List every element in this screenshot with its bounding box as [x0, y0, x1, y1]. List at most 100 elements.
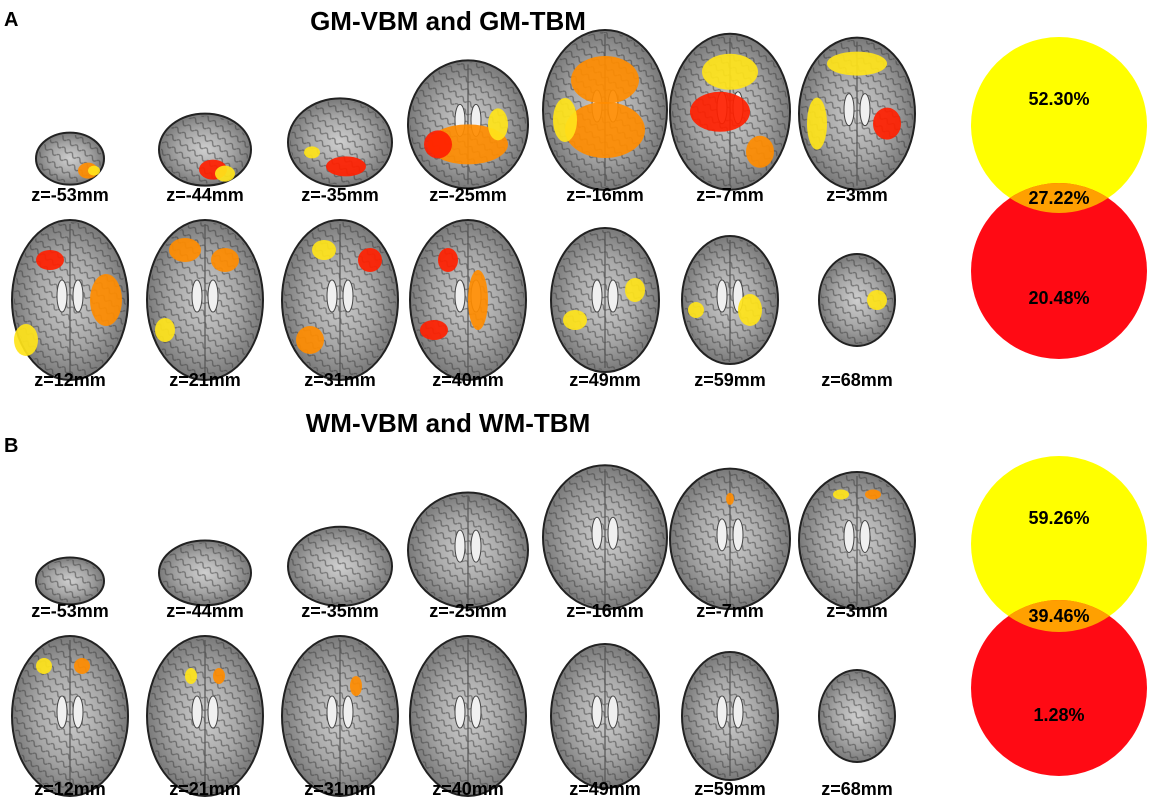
slice-label: z=68mm [821, 370, 893, 390]
venn-circle-top [971, 37, 1147, 213]
activation-blob [438, 248, 458, 272]
slice-label: z=-53mm [31, 601, 109, 621]
panel-title: GM-VBM and GM-TBM [310, 6, 586, 36]
slice-label: z=-35mm [301, 185, 379, 205]
activation-blob [36, 658, 52, 674]
brain-slice [158, 112, 252, 187]
slice-label: z=59mm [694, 370, 766, 390]
activation-blob [827, 51, 887, 76]
brain-slice [681, 235, 779, 365]
activation-blob [312, 240, 336, 260]
activation-blob [563, 310, 587, 330]
brain-slice [542, 464, 668, 611]
slice-label: z=-7mm [696, 185, 764, 205]
slice-label: z=68mm [821, 779, 893, 799]
slice-label: z=3mm [826, 601, 888, 621]
brain-slice [281, 219, 399, 381]
slice-label: z=-25mm [429, 185, 507, 205]
activation-blob [468, 270, 488, 330]
activation-blob [873, 107, 901, 140]
brain-slice [407, 491, 529, 609]
slice-label: z=59mm [694, 779, 766, 799]
brain-slice [681, 651, 779, 781]
panel-title: WM-VBM and WM-TBM [306, 408, 590, 438]
brain-slice [818, 669, 896, 763]
activation-blob [350, 676, 362, 696]
activation-blob [304, 146, 320, 159]
slice-label: z=-35mm [301, 601, 379, 621]
brain-slice [669, 467, 791, 611]
activation-blob [807, 97, 827, 150]
activation-blob [88, 165, 100, 176]
brain-slice [287, 97, 393, 188]
venn-bottom-value: 20.48% [1028, 288, 1089, 308]
activation-blob [625, 278, 645, 302]
venn-overlap-value: 27.22% [1028, 188, 1089, 208]
activation-blob [14, 324, 38, 356]
activation-blob [865, 489, 881, 500]
activation-blob [155, 318, 175, 342]
activation-blob [702, 53, 758, 90]
activation-blob [833, 489, 849, 500]
venn-diagram: 52.30%27.22%20.48% [971, 37, 1147, 359]
brain-slice [798, 471, 916, 610]
activation-blob [690, 91, 750, 132]
brain-slice [35, 556, 105, 606]
activation-blob [74, 658, 90, 674]
slice-label: z=-53mm [31, 185, 109, 205]
slice-label: z=40mm [432, 779, 504, 799]
panel-letter: A [4, 9, 18, 31]
activation-blob [726, 492, 734, 505]
activation-blob [553, 98, 577, 142]
venn-overlap-value: 39.46% [1028, 606, 1089, 626]
slice-label: z=31mm [304, 779, 376, 799]
activation-blob [424, 130, 452, 159]
activation-blob [565, 102, 645, 158]
slice-label: z=12mm [34, 779, 106, 799]
activation-blob [571, 56, 639, 104]
brain-slice [550, 227, 660, 373]
activation-blob [185, 668, 197, 684]
panel-letter: B [4, 435, 18, 457]
venn-circle-top [971, 456, 1147, 632]
brain-slice [281, 635, 399, 797]
slice-label: z=49mm [569, 370, 641, 390]
venn-circle-bottom [971, 600, 1147, 776]
activation-blob [420, 320, 448, 340]
brain-slice [11, 635, 129, 797]
venn-overlap [1009, 182, 1109, 214]
activation-blob [738, 294, 762, 326]
activation-blob [688, 302, 704, 318]
brain-slice [158, 539, 252, 607]
activation-blob [428, 124, 508, 165]
brain-slice [35, 131, 105, 186]
slice-label: z=49mm [569, 779, 641, 799]
activation-blob [213, 668, 225, 684]
activation-blob [169, 238, 201, 262]
brain-slice [11, 219, 129, 381]
activation-blob [36, 250, 64, 270]
slice-label: z=40mm [432, 370, 504, 390]
brain-slice [287, 525, 393, 607]
activation-blob [326, 156, 366, 177]
brain-slice [407, 59, 529, 190]
brain-slice [146, 219, 264, 381]
venn-circle-bottom [971, 183, 1147, 359]
venn-diagram: 59.26%39.46%1.28% [971, 456, 1147, 776]
activation-blob [488, 108, 508, 141]
slice-label: z=-25mm [429, 601, 507, 621]
venn-top-value: 59.26% [1028, 508, 1089, 528]
brain-slice [409, 219, 527, 381]
activation-blob [867, 290, 887, 310]
slice-label: z=31mm [304, 370, 376, 390]
brain-slice [409, 635, 527, 797]
activation-blob [296, 326, 324, 354]
slice-label: z=-7mm [696, 601, 764, 621]
slice-label: z=-16mm [566, 601, 644, 621]
slice-label: z=12mm [34, 370, 106, 390]
brain-slice [798, 36, 916, 191]
